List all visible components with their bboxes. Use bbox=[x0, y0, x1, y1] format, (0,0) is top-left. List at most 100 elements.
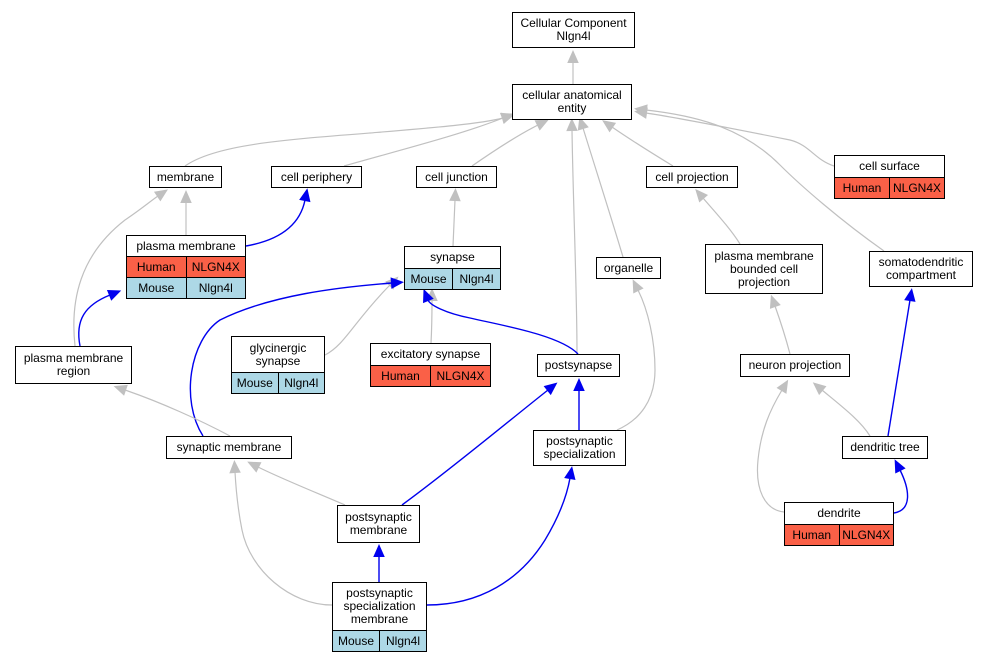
species-cell: Human bbox=[842, 181, 882, 195]
node-label: cell junction bbox=[425, 169, 488, 184]
node-cellular-anatomical-entity[interactable]: cellular anatomical entity bbox=[512, 84, 632, 120]
node-label: plasma membrane bounded cell projection bbox=[714, 248, 814, 289]
edge-somatodendritic-compartment-to-cellular-anatomical-entity bbox=[645, 109, 885, 252]
edge-postsynaptic-specialization-membrane-to-postsynaptic-specialization bbox=[426, 477, 571, 606]
node-label: postsynaptic specialization membrane bbox=[343, 586, 416, 626]
node-label: glycinergic synapse bbox=[249, 340, 307, 368]
arrowhead-icon bbox=[180, 189, 192, 203]
node-label: postsynapse bbox=[544, 358, 613, 372]
arrowhead-icon bbox=[373, 543, 385, 557]
edge-dendrite-to-dendritic-tree bbox=[893, 469, 909, 514]
node-label: postsynaptic membrane bbox=[345, 510, 412, 537]
node-label: excitatory synapse bbox=[380, 347, 481, 361]
edge-plasma-membrane-region-to-plasma-membrane bbox=[78, 294, 111, 347]
mouse-annotation-row: Mouse Nlgn4l bbox=[405, 268, 500, 289]
arrowhead-icon bbox=[812, 382, 827, 396]
human-annotation-row: Human NLGN4X bbox=[835, 177, 944, 198]
node-label: dendrite bbox=[817, 506, 861, 520]
node-plasma-membrane[interactable]: plasma membrane Human NLGN4X Mouse Nlgn4… bbox=[126, 235, 246, 299]
arrowhead-icon bbox=[390, 277, 405, 289]
arrowhead-icon bbox=[904, 288, 916, 302]
gene-cell: NLGN4X bbox=[430, 366, 490, 386]
arrowhead-icon bbox=[106, 290, 122, 301]
edge-synapse-to-cell-junction bbox=[452, 199, 456, 247]
arrowhead-icon bbox=[423, 288, 434, 304]
node-label: synapse bbox=[430, 250, 475, 264]
node-dendritic-tree[interactable]: dendritic tree bbox=[842, 436, 928, 459]
arrowhead-icon bbox=[113, 384, 128, 396]
arrowhead-icon bbox=[634, 104, 648, 116]
node-label: plasma membrane bbox=[136, 238, 236, 253]
species-cell: Human bbox=[136, 260, 176, 274]
arrowhead-icon bbox=[534, 119, 549, 131]
edge-glycinergic-synapse-to-synapse bbox=[324, 284, 391, 356]
arrowhead-icon bbox=[247, 461, 262, 473]
node-label: postsynaptic specialization bbox=[543, 434, 616, 461]
node-plasma-membrane-bounded-cell-projection[interactable]: plasma membrane bounded cell projection bbox=[705, 244, 823, 294]
edge-postsynaptic-membrane-to-synaptic-membrane bbox=[257, 466, 346, 506]
arrowhead-icon bbox=[153, 189, 169, 202]
node-plasma-membrane-region[interactable]: plasma membrane region bbox=[15, 346, 132, 384]
arrowhead-icon bbox=[229, 459, 241, 474]
node-label: neuron projection bbox=[748, 358, 842, 372]
arrowhead-icon bbox=[776, 379, 789, 394]
node-label: Cellular Component Nlgn4l bbox=[520, 16, 627, 43]
node-neuron-projection[interactable]: neuron projection bbox=[740, 354, 850, 377]
edge-neuron-projection-to-plasma-membrane-bounded-cell-projection bbox=[774, 305, 791, 355]
node-excitatory-synapse[interactable]: excitatory synapse Human NLGN4X bbox=[370, 343, 491, 387]
node-synapse[interactable]: synapse Mouse Nlgn4l bbox=[404, 246, 501, 290]
gene-cell: NLGN4X bbox=[889, 178, 944, 198]
species-cell: Mouse bbox=[138, 281, 175, 295]
species-cell: Human bbox=[792, 528, 832, 542]
arrowhead-icon bbox=[573, 377, 585, 391]
species-cell: Mouse bbox=[410, 272, 447, 286]
edge-dendritic-tree-to-somatodendritic-compartment bbox=[887, 299, 911, 437]
node-synaptic-membrane[interactable]: synaptic membrane bbox=[166, 436, 292, 459]
species-cell: Mouse bbox=[236, 376, 273, 390]
node-dendrite[interactable]: dendrite Human NLGN4X bbox=[784, 502, 894, 546]
node-label: cell projection bbox=[655, 169, 729, 184]
node-label: cellular anatomical entity bbox=[522, 88, 622, 115]
mouse-annotation-row: Mouse Nlgn4l bbox=[232, 372, 324, 393]
edge-postsynaptic-specialization-membrane-to-synaptic-membrane bbox=[234, 471, 333, 606]
arrowhead-icon bbox=[499, 113, 515, 124]
arrowhead-icon bbox=[602, 120, 617, 133]
node-postsynaptic-specialization[interactable]: postsynaptic specialization bbox=[533, 430, 626, 466]
node-cell-surface[interactable]: cell surface Human NLGN4X bbox=[834, 155, 945, 199]
node-label: cell surface bbox=[859, 159, 920, 173]
node-cellular-component[interactable]: Cellular Component Nlgn4l bbox=[512, 12, 635, 48]
edge-dendrite-to-neuron-projection bbox=[756, 389, 785, 513]
arrowhead-icon bbox=[577, 116, 589, 131]
edge-synaptic-membrane-to-synapse bbox=[189, 282, 393, 437]
gene-cell: NLGN4X bbox=[838, 525, 894, 545]
node-cell-periphery[interactable]: cell periphery bbox=[271, 166, 362, 188]
gene-cell: NLGN4X bbox=[185, 257, 246, 277]
node-organelle[interactable]: organelle bbox=[596, 257, 661, 279]
node-somatodendritic-compartment[interactable]: somatodendritic compartment bbox=[869, 251, 973, 287]
node-label: cell periphery bbox=[280, 169, 353, 184]
node-label: dendritic tree bbox=[850, 440, 920, 454]
edge-cell-surface-to-cellular-anatomical-entity bbox=[645, 112, 835, 167]
species-cell: Mouse bbox=[337, 634, 375, 648]
gene-cell: Nlgn4l bbox=[452, 269, 500, 289]
mouse-annotation-row: Mouse Nlgn4l bbox=[333, 630, 426, 651]
node-label: membrane bbox=[156, 169, 215, 184]
node-glycinergic-synapse[interactable]: glycinergic synapse Mouse Nlgn4l bbox=[231, 336, 325, 394]
edge-organelle-to-cellular-anatomical-entity bbox=[582, 127, 624, 258]
edge-synaptic-membrane-to-plasma-membrane-region bbox=[124, 389, 231, 437]
arrowhead-icon bbox=[566, 117, 578, 132]
node-postsynapse[interactable]: postsynapse bbox=[537, 354, 620, 377]
arrowhead-icon bbox=[894, 459, 906, 474]
node-postsynaptic-membrane[interactable]: postsynaptic membrane bbox=[337, 505, 420, 543]
node-membrane[interactable]: membrane bbox=[149, 166, 222, 188]
human-annotation-row: Human NLGN4X bbox=[371, 365, 490, 386]
node-postsynaptic-specialization-membrane[interactable]: postsynaptic specialization membrane Mou… bbox=[332, 582, 427, 652]
node-cell-junction[interactable]: cell junction bbox=[416, 166, 497, 188]
edge-membrane-to-cellular-anatomical-entity bbox=[184, 117, 504, 167]
edge-excitatory-synapse-to-synapse bbox=[430, 299, 433, 344]
node-label: plasma membrane region bbox=[23, 351, 124, 378]
human-annotation-row: Human NLGN4X bbox=[127, 256, 245, 277]
edge-postsynaptic-membrane-to-postsynapse bbox=[401, 389, 549, 506]
node-cell-projection[interactable]: cell projection bbox=[646, 166, 738, 188]
